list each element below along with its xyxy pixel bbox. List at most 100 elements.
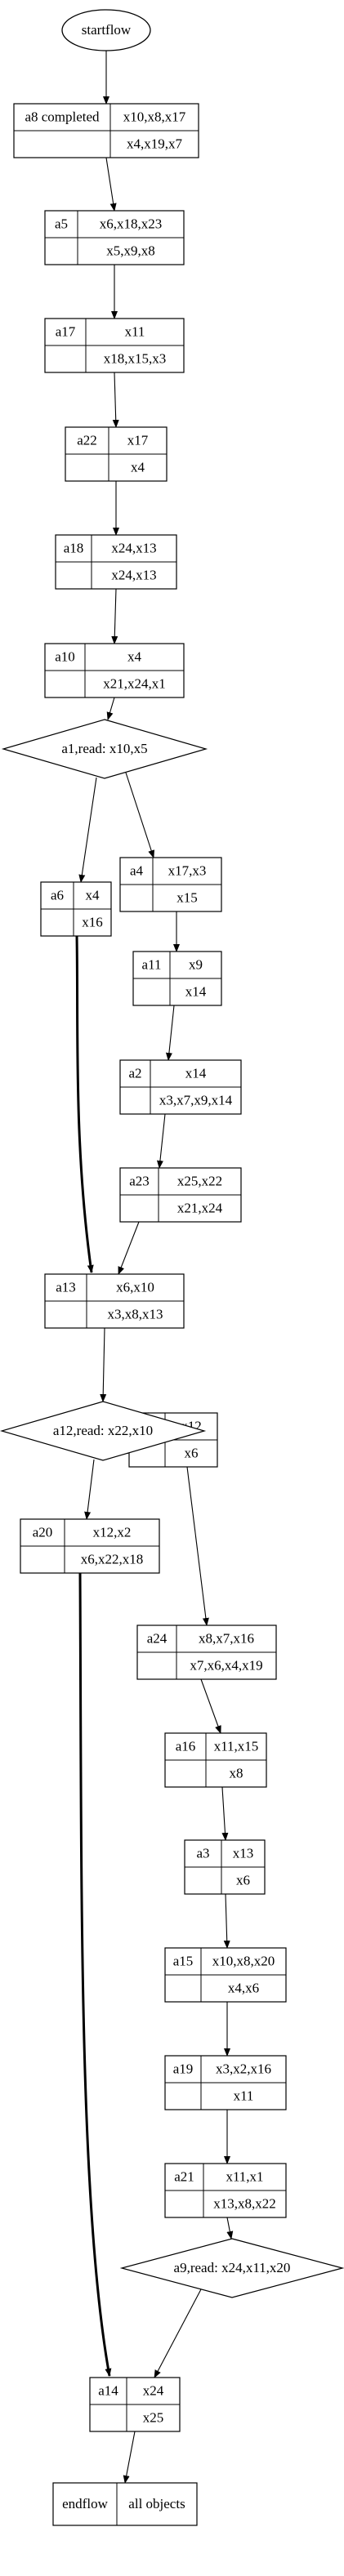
action-name: a5	[55, 216, 68, 231]
action-reads: x11,x15	[214, 1738, 259, 1754]
action-reads: x17	[127, 432, 149, 448]
edge-a18-to-a10	[111, 588, 118, 644]
edge-a14-to-end	[123, 2431, 136, 2484]
action-node-a17: a17 x11 x18,x15,x3	[44, 318, 185, 373]
action-node-a21: a21 x11,x1 x13,x8,x22	[164, 2163, 287, 2218]
action-node-a11: a11 x9 x14	[132, 951, 222, 1006]
action-writes: x6	[185, 1445, 199, 1460]
action-reads: x10,x8,x17	[123, 109, 186, 124]
edge-a11-to-a2	[165, 1005, 175, 1061]
action-writes: x16	[82, 914, 103, 929]
edge-a8-to-a5	[105, 157, 117, 212]
action-writes: x6,x22,x18	[81, 1551, 144, 1567]
action-name: a19	[173, 2061, 194, 2076]
edge-a23-to-a13	[118, 1221, 140, 1275]
action-name: a6	[51, 887, 64, 902]
action-name: a18	[64, 540, 84, 555]
action-reads: x24	[143, 2382, 164, 2398]
action-reads: x6,x10	[116, 1279, 154, 1295]
edge-a10-to-a1	[106, 697, 115, 720]
action-reads: x17,x3	[168, 862, 207, 878]
edge-a20-to-a14	[78, 1572, 112, 2377]
edge-a12-to-a20	[84, 1459, 95, 1520]
action-name: a20	[33, 1524, 53, 1540]
decision-diamond	[0, 1401, 207, 1461]
action-node-a22: a22 x17 x4	[65, 426, 168, 482]
decision-node-a12: a12,read: x22,x10	[0, 1401, 207, 1461]
end-label: all objects	[128, 2496, 185, 2511]
edge-a2-to-a23	[156, 1113, 166, 1169]
action-writes: x3,x8,x13	[108, 1306, 163, 1321]
action-writes: x13,x8,x22	[213, 2195, 276, 2211]
action-node-a2: a2 x14 x3,x7,x9,x14	[119, 1059, 242, 1115]
action-name: a13	[56, 1279, 76, 1295]
edges	[75, 51, 234, 2484]
action-name: a22	[77, 432, 97, 448]
action-reads: x11	[125, 323, 145, 339]
action-node-a19: a19 x3,x2,x16 x11	[164, 2055, 287, 2110]
action-name: a3	[196, 1845, 209, 1861]
action-node-a16: a16 x11,x15 x8	[164, 1732, 267, 1788]
action-name: a8 completed	[25, 109, 100, 124]
action-name: a11	[142, 956, 162, 972]
decision-label: a12,read: x22,x10	[53, 1423, 153, 1438]
action-reads: x11,x1	[226, 2168, 263, 2184]
start-label: startflow	[82, 22, 132, 38]
action-name: a14	[98, 2382, 118, 2398]
action-reads: x14	[185, 1065, 207, 1081]
action-name: a15	[173, 1953, 194, 1968]
end-box	[52, 2482, 198, 2526]
action-name: a17	[56, 323, 76, 339]
action-reads: x3,x2,x16	[216, 2061, 271, 2076]
action-node-a24: a24 x8,x7,x16 x7,x6,x4,x19	[136, 1624, 277, 1680]
edge-a6-to-a13	[75, 935, 94, 1273]
action-node-a5: a5 x6,x18,x23 x5,x9,x8	[44, 210, 185, 265]
decision-diamond	[1, 719, 208, 779]
action-name: a4	[130, 862, 144, 878]
action-reads: x8,x7,x16	[199, 1630, 254, 1646]
action-writes: x8	[230, 1765, 243, 1780]
action-writes: x7,x6,x4,x19	[190, 1657, 262, 1673]
action-name: a23	[129, 1173, 150, 1188]
action-writes: x5,x9,x8	[106, 243, 155, 258]
action-writes: x11	[234, 2088, 254, 2103]
edge-a21-to-a9	[226, 2217, 234, 2240]
action-writes: x3,x7,x9,x14	[159, 1092, 233, 1108]
decision-label: a9,read: x24,x11,x20	[174, 2260, 291, 2275]
edge-a24-to-a16	[200, 1678, 221, 1734]
action-reads: x9	[189, 956, 203, 972]
action-name: a10	[55, 648, 75, 664]
edge-a1-to-a4	[125, 772, 155, 858]
action-reads: x6,x18,x23	[100, 216, 163, 231]
action-writes: x4,x19,x7	[127, 136, 183, 151]
decision-label: a1,read: x10,x5	[61, 741, 147, 756]
action-writes: x14	[185, 983, 207, 999]
action-writes: x21,x24,x1	[103, 675, 166, 691]
action-node-a8: a8 completed x10,x8,x17 x4,x19,x7	[13, 103, 199, 158]
action-writes: x21,x24	[177, 1200, 223, 1215]
action-writes: x24,x13	[111, 567, 156, 582]
edge-a3-to-a15	[223, 1893, 230, 1949]
action-reads: x13	[233, 1845, 254, 1861]
decision-diamond	[119, 2238, 344, 2298]
action-name: a24	[147, 1630, 168, 1646]
start-node: startflow	[61, 9, 151, 51]
action-writes: x4	[131, 459, 145, 475]
action-writes: x18,x15,x3	[104, 350, 167, 366]
action-name: a21	[174, 2168, 194, 2184]
edge-a9-to-a14	[154, 2289, 202, 2378]
action-name: a2	[128, 1065, 141, 1081]
edge-a25-to-a24	[186, 1466, 209, 1626]
action-node-a13: a13 x6,x10 x3,x8,x13	[44, 1273, 185, 1329]
action-name: a16	[176, 1738, 196, 1754]
